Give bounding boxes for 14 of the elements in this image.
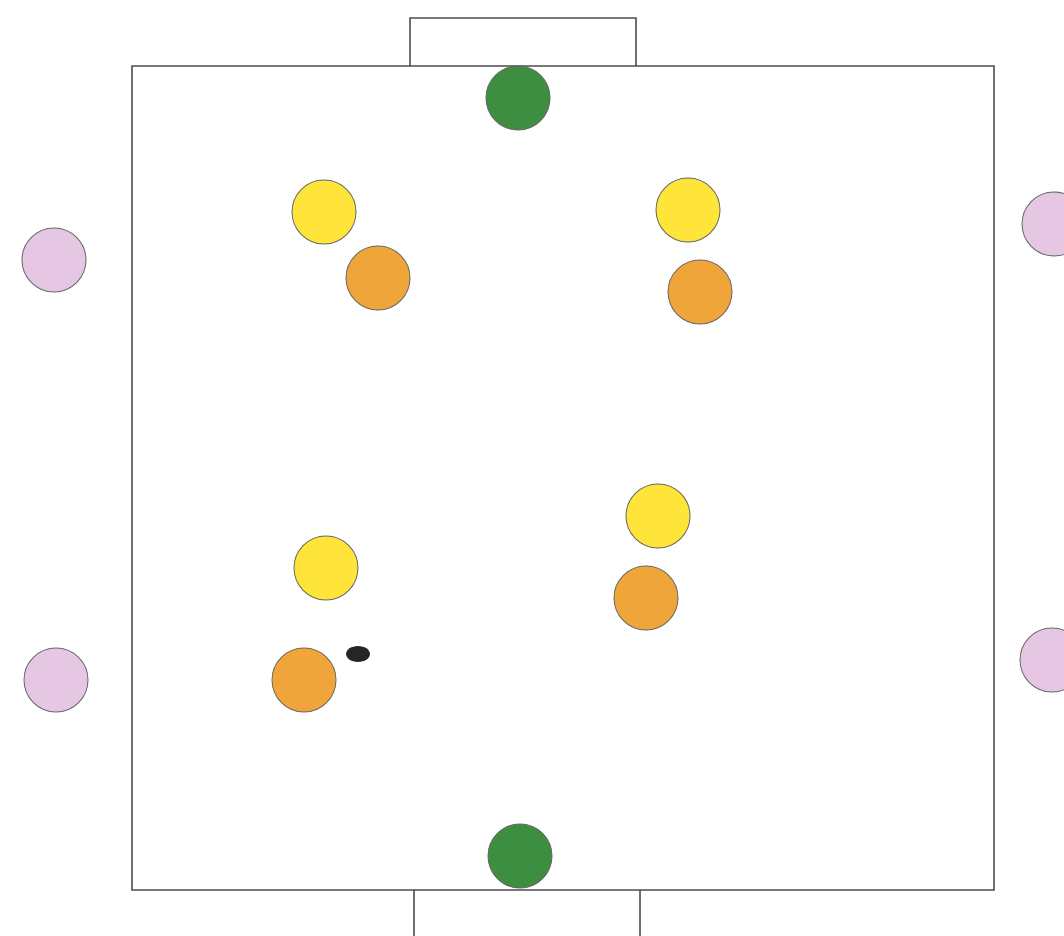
player-marker <box>291 179 357 245</box>
player-marker <box>23 647 89 713</box>
player-marker <box>655 177 721 243</box>
player-marker <box>1019 627 1064 693</box>
player-marker <box>21 227 87 293</box>
player-marker <box>485 65 551 131</box>
player-marker <box>1021 191 1064 257</box>
player-marker <box>345 245 411 311</box>
player-marker <box>487 823 553 889</box>
player-marker <box>667 259 733 325</box>
player-marker <box>625 483 691 549</box>
player-marker <box>613 565 679 631</box>
player-marker <box>293 535 359 601</box>
player-marker <box>271 647 337 713</box>
